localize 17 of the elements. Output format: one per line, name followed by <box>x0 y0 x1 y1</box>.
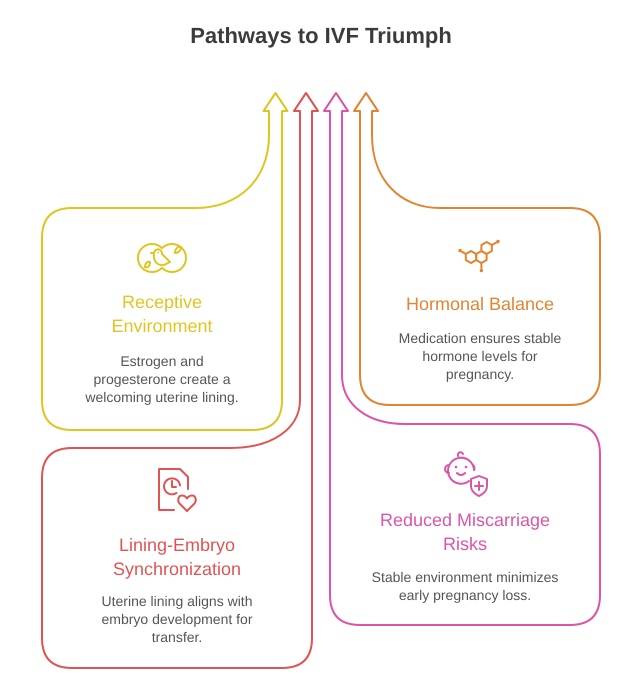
card <box>360 208 600 405</box>
card-title: Receptive Environment <box>110 291 214 338</box>
card <box>330 424 600 625</box>
card-description: Uterine lining aligns with embryo development for transfer. <box>100 592 254 646</box>
card <box>42 448 312 668</box>
diagram-title: Pathways to IVF Triumph <box>190 22 452 50</box>
hollow-arrow <box>323 92 406 425</box>
card-title: Reduced Miscarriage Risks <box>378 509 552 556</box>
card-description: Stable environment minimizes early pregnancy loss. <box>370 568 560 604</box>
card <box>42 208 282 430</box>
card-title: Hormonal Balance <box>406 293 554 316</box>
hollow-arrow <box>229 92 319 449</box>
card-description: Medication ensures stable hormone levels for pregnancy. <box>398 329 562 383</box>
hollow-arrow <box>194 92 288 209</box>
card-description: Estrogen and progesterone create a welcoming uterine lining. <box>84 352 240 406</box>
hollow-arrow <box>353 92 441 209</box>
card-title: Lining-Embryo Synchronization <box>112 534 242 581</box>
